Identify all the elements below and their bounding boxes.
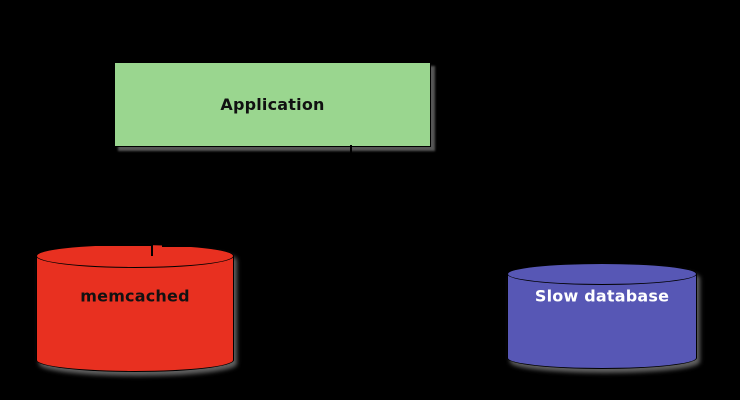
connector-dash-memcached-right xyxy=(162,245,234,247)
slow-database-cylinder-top-ellipse xyxy=(507,263,697,285)
slow-database-cylinder-body xyxy=(507,274,697,369)
memcached-cylinder-node: memcached xyxy=(36,244,234,372)
application-label: Application xyxy=(220,95,325,114)
connector-dash-memcached-left xyxy=(60,244,152,246)
memcached-label: memcached xyxy=(80,286,190,306)
memcached-cylinder-body xyxy=(36,256,234,372)
connector-tick-memcached-top xyxy=(151,245,153,256)
application-node: Application xyxy=(114,62,431,147)
slow-database-label: Slow database xyxy=(534,286,670,306)
slow-database-cylinder-node: Slow database xyxy=(507,263,697,369)
memcached-cylinder-top-ellipse xyxy=(36,244,234,268)
connector-tick-application-bottom xyxy=(350,145,352,153)
